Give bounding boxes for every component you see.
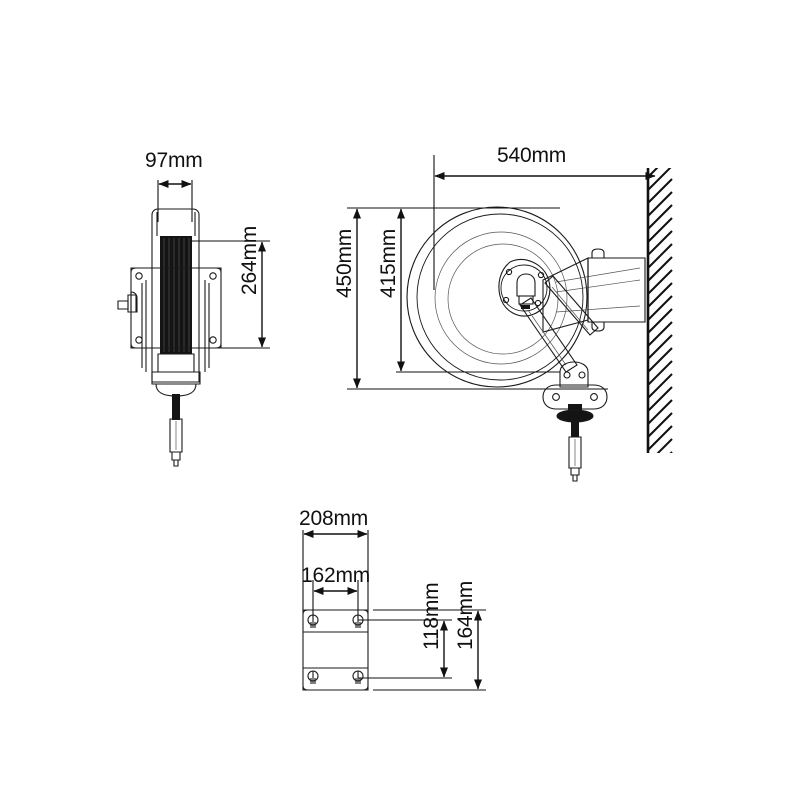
wall-section — [646, 168, 673, 453]
mounting-hole — [307, 614, 319, 628]
side-view-nozzle-barrel — [169, 418, 183, 453]
reel-disc — [406, 206, 588, 388]
dimension-164mm: 164mm — [373, 581, 486, 691]
dimension-162mm: 162mm — [301, 564, 370, 618]
dimension-label-162mm: 162mm — [301, 564, 370, 587]
dimension-label-450mm: 450mm — [333, 229, 356, 298]
dimension-97mm: 97mm — [145, 149, 203, 222]
dimension-540mm: 540mm — [433, 144, 656, 290]
mounting-hole — [352, 670, 364, 684]
front-view-group: 540mm 450mm 415mm — [333, 144, 673, 482]
arm-lower-lug — [591, 321, 605, 332]
mounting-plate-body — [302, 609, 369, 691]
arm-upper-lug — [591, 248, 605, 259]
mounting-hole — [307, 670, 319, 684]
dimension-415mm: 415mm — [377, 208, 560, 373]
dimension-label-540mm: 540mm — [497, 144, 566, 167]
dimension-label-97mm: 97mm — [145, 149, 203, 172]
side-view-hose-stub — [172, 394, 180, 420]
support-strut — [519, 275, 599, 373]
mounting-plate-view-group: 208mm 162mm 118mm 164mm — [299, 507, 486, 691]
dimension-450mm: 450mm — [333, 207, 608, 390]
side-view-reel-body — [117, 208, 222, 467]
mounting-hole — [352, 614, 364, 628]
dimension-label-118mm: 118mm — [420, 583, 443, 650]
dimension-264mm: 264mm — [188, 226, 270, 349]
dimension-118mm: 118mm — [358, 583, 452, 679]
dimension-label-164mm: 164mm — [454, 581, 477, 650]
dimension-label-208mm: 208mm — [299, 507, 368, 530]
dimension-label-264mm: 264mm — [238, 226, 261, 295]
hose-drum-side — [160, 236, 192, 354]
front-view-nozzle-barrel — [568, 436, 582, 469]
front-view-nozzle — [568, 420, 582, 482]
hose-outlet-guide — [542, 361, 608, 423]
hub-swivel — [516, 273, 536, 297]
side-view-group: 97mm 264mm — [117, 149, 270, 467]
dimension-label-415mm: 415mm — [377, 229, 400, 298]
side-view-swivel-inlet — [117, 291, 138, 313]
dimension-208mm: 208mm — [299, 507, 369, 610]
reel-hub — [498, 259, 551, 317]
